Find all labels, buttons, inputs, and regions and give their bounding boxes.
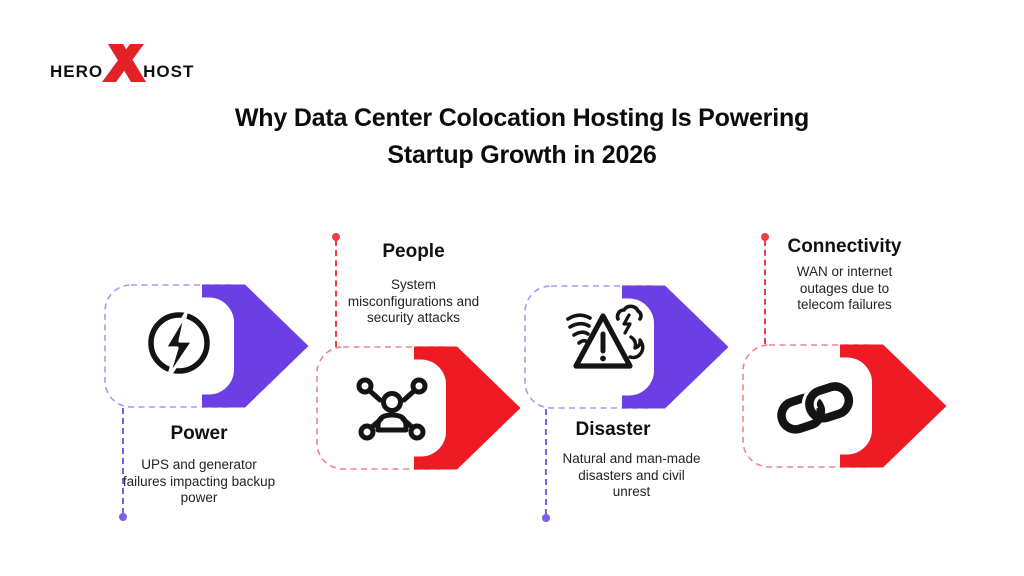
connectivity-label: Connectivity xyxy=(787,236,902,257)
chain-link-icon xyxy=(777,378,857,434)
power-connector-dot xyxy=(119,513,127,521)
page-title-line1: Why Data Center Colocation Hosting Is Po… xyxy=(234,104,810,132)
connectivity-description: WAN or internet outages due to telecom f… xyxy=(796,264,893,312)
logo-hero-text: HERO xyxy=(50,62,104,81)
lightning-bolt-icon xyxy=(148,311,210,380)
connectivity-connector-dot xyxy=(761,233,769,241)
people-card xyxy=(316,346,521,470)
connectivity-connector-line xyxy=(761,233,769,344)
page-title: Why Data Center Colocation Hosting Is Po… xyxy=(20,100,1024,174)
disaster-label: Disaster xyxy=(575,419,651,440)
power-connector-line xyxy=(119,408,127,521)
connectivity-card xyxy=(742,344,947,468)
disaster-connector-line xyxy=(542,409,550,522)
power-card xyxy=(104,284,309,408)
power-description: UPS and generator failures impacting bac… xyxy=(122,457,276,505)
disaster-warning-icon xyxy=(566,304,645,369)
x-icon xyxy=(98,44,148,84)
page-title-line2: Startup Growth in 2026 xyxy=(387,141,657,169)
logo: HERO HOST xyxy=(50,44,194,84)
disaster-card xyxy=(524,285,729,409)
people-description: System misconfigurations and security at… xyxy=(347,277,480,325)
person-network-icon xyxy=(356,377,428,441)
people-connector-line xyxy=(332,233,340,347)
people-label: People xyxy=(382,241,445,262)
disaster-connector-dot xyxy=(542,514,550,522)
logo-host-text: HOST xyxy=(143,62,195,81)
power-label: Power xyxy=(170,423,228,444)
disaster-description: Natural and man-made disasters and civil… xyxy=(562,451,701,499)
people-connector-dot xyxy=(332,233,340,241)
